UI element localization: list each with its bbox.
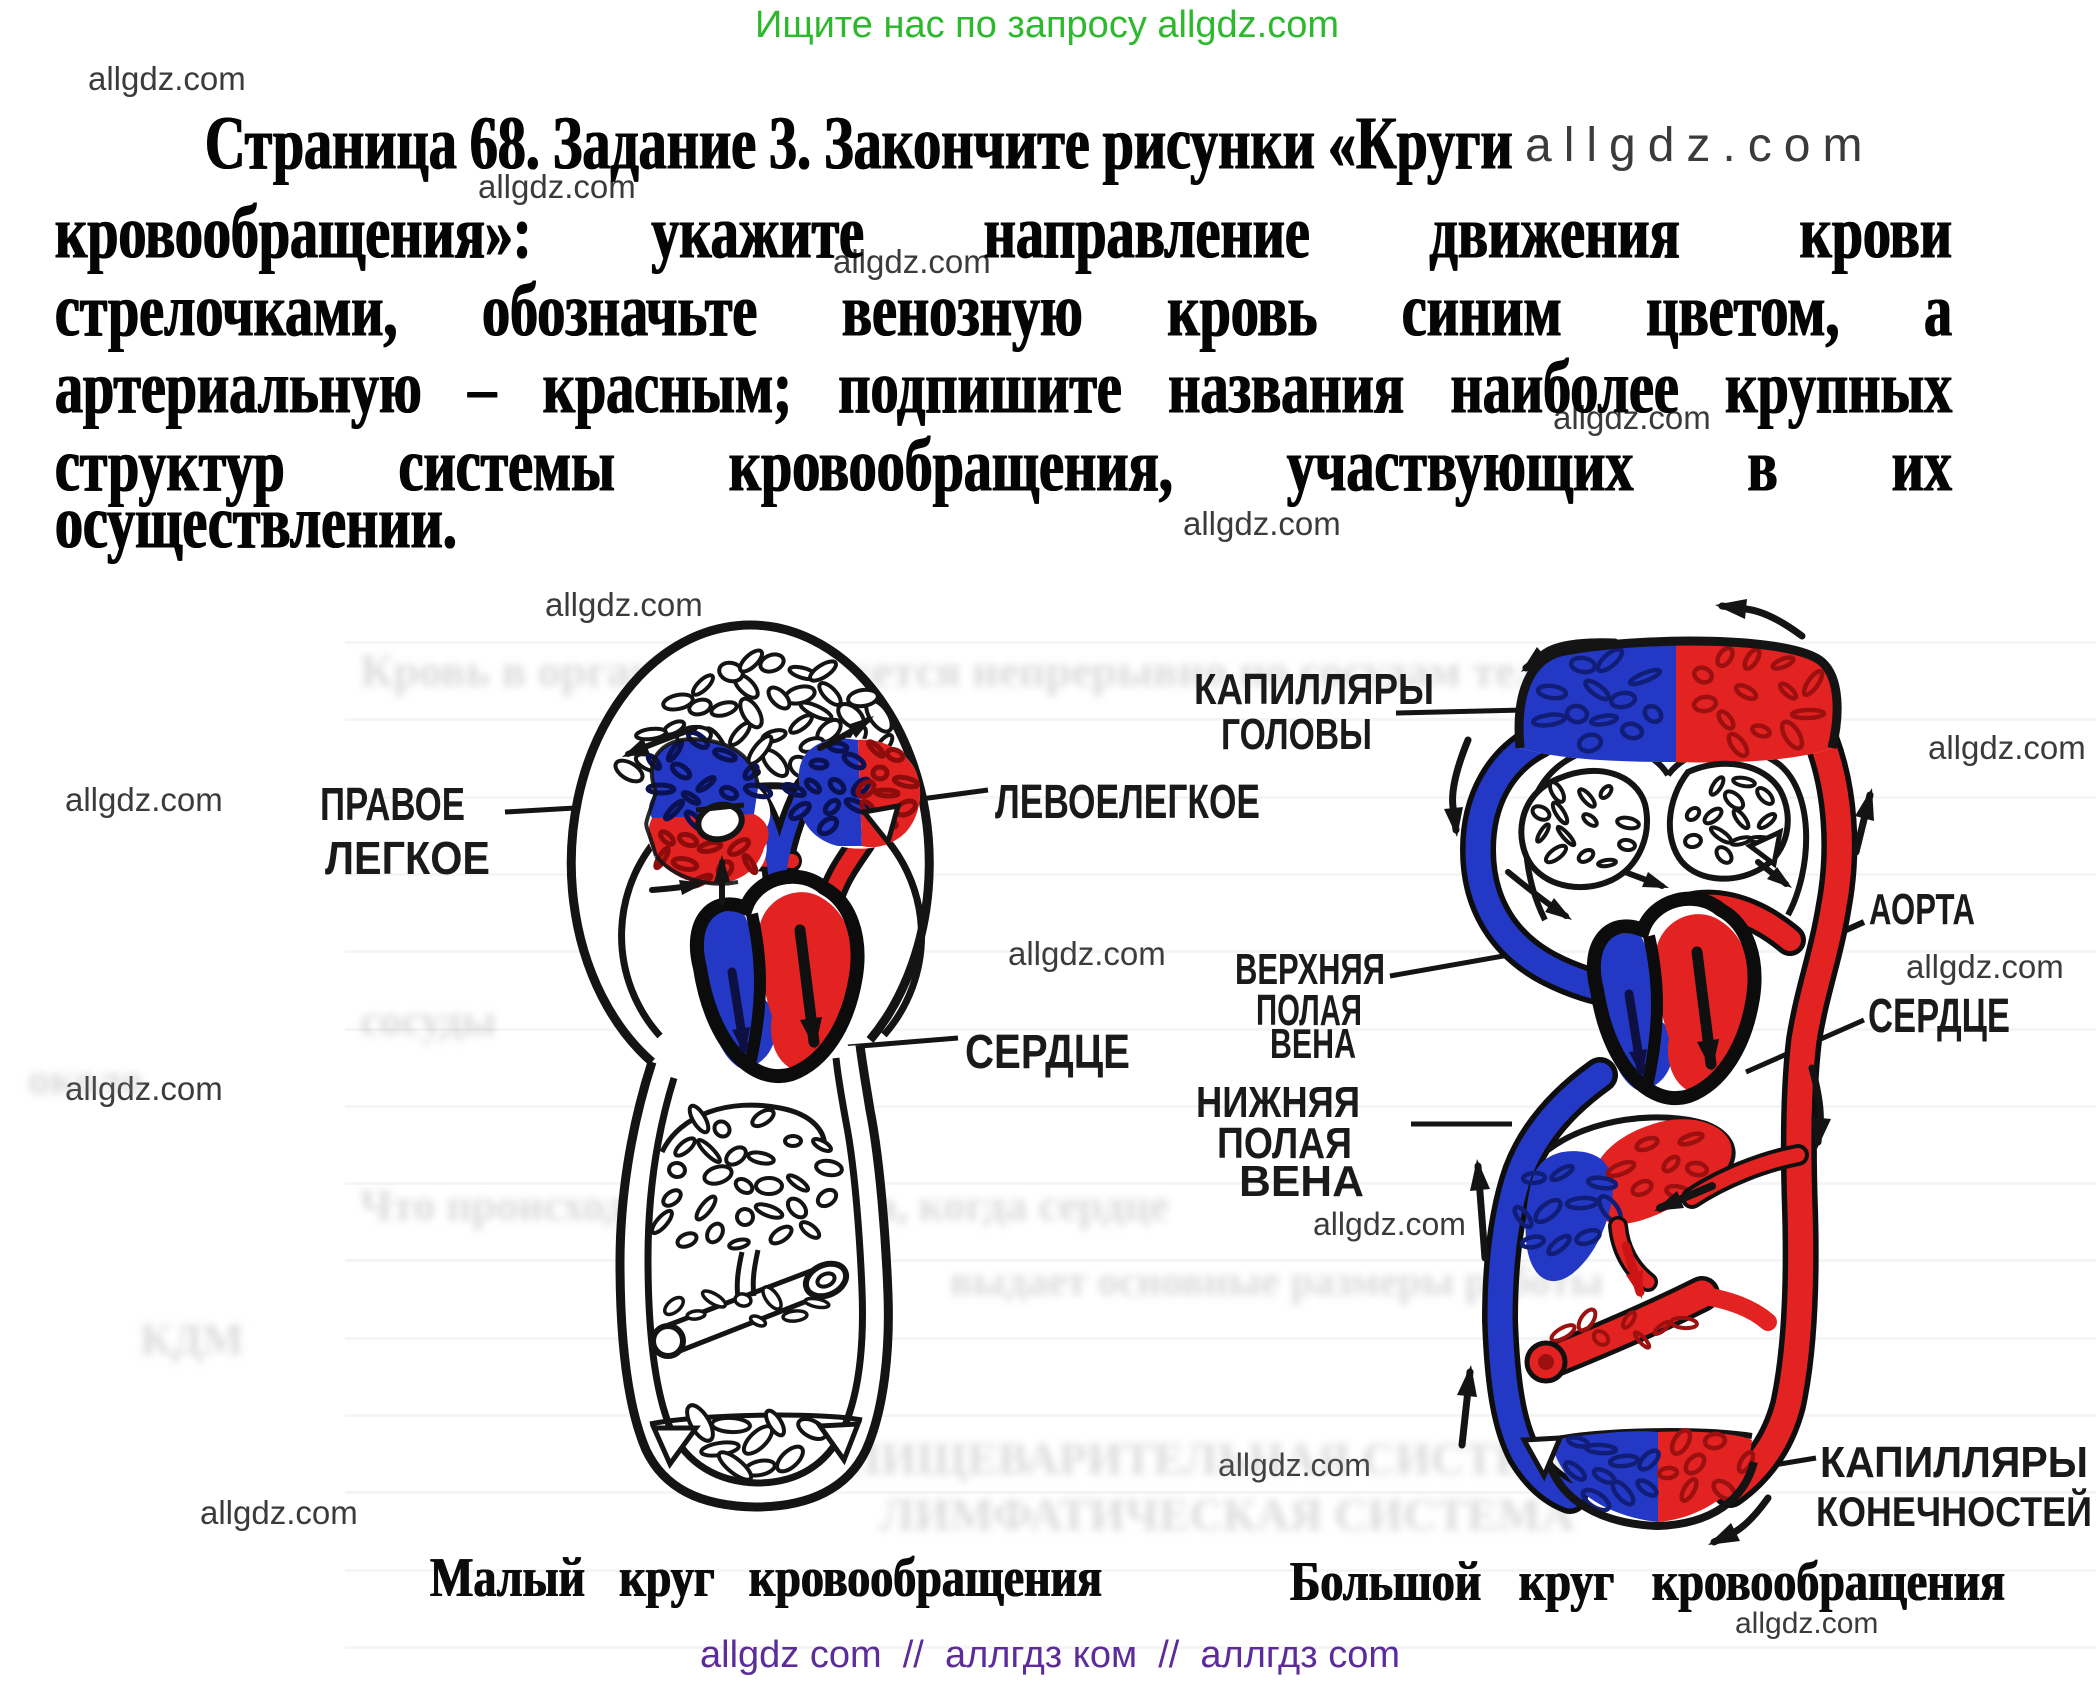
svg-text:ЛЕГКОЕ: ЛЕГКОЕ bbox=[325, 832, 490, 884]
svg-text:СЕРДЦЕ: СЕРДЦЕ bbox=[965, 1026, 1130, 1079]
svg-text:ВЕНА: ВЕНА bbox=[1270, 1020, 1356, 1067]
svg-text:ПОЛАЯ: ПОЛАЯ bbox=[1256, 986, 1362, 1035]
svg-text:ВЕНА: ВЕНА bbox=[1239, 1157, 1364, 1206]
svg-text:СЕРДЦЕ: СЕРДЦЕ bbox=[1868, 990, 2010, 1043]
svg-text:КОНЕЧНОСТЕЙ: КОНЕЧНОСТЕЙ bbox=[1816, 1487, 2092, 1535]
svg-text:КАПИЛЛЯРЫ: КАПИЛЛЯРЫ bbox=[1820, 1438, 2088, 1487]
svg-text:ПРАВОЕ: ПРАВОЕ bbox=[320, 778, 465, 830]
svg-text:ВЕРХНЯЯ: ВЕРХНЯЯ bbox=[1235, 945, 1385, 994]
svg-text:АОРТА: АОРТА bbox=[1869, 885, 1975, 934]
svg-text:ЛЕВОЕЛЕГКОЕ: ЛЕВОЕЛЕГКОЕ bbox=[995, 776, 1260, 829]
svg-text:КАПИЛЛЯРЫ: КАПИЛЛЯРЫ bbox=[1194, 665, 1434, 714]
svg-text:НИЖНЯЯ: НИЖНЯЯ bbox=[1196, 1078, 1360, 1127]
svg-text:ПОЛАЯ: ПОЛАЯ bbox=[1217, 1119, 1352, 1168]
svg-text:ГОЛОВЫ: ГОЛОВЫ bbox=[1221, 710, 1372, 759]
